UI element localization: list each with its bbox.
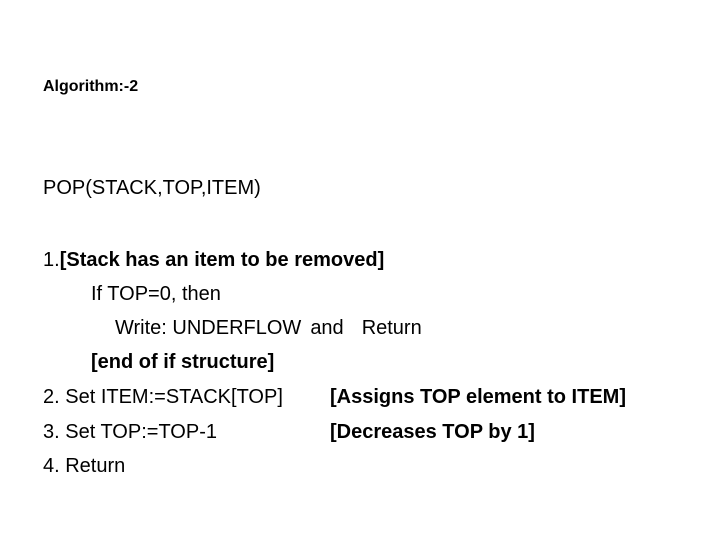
step-3-comment: [Decreases TOP by 1] (330, 421, 535, 443)
step-1-comment: [Stack has an item to be removed] (59, 249, 385, 271)
if-line: If TOP=0, then (91, 283, 221, 305)
step-1: 1.[Stack has an item to be removed] (43, 248, 384, 272)
procedure-signature: POP(STACK,TOP,ITEM) (43, 177, 261, 199)
write-command: Write: UNDERFLOW (115, 317, 302, 339)
and-word: and (310, 317, 344, 339)
step-2: 2. Set ITEM:=STACK[TOP] (43, 386, 283, 408)
return-word: Return (361, 317, 422, 339)
step-1-number: 1. (43, 249, 60, 271)
step-4: 4. Return (43, 455, 126, 477)
algorithm-title: Algorithm:-2 (43, 78, 139, 95)
write-line: Write: UNDERFLOW and Return (115, 316, 422, 340)
step-2-comment: [Assigns TOP element to ITEM] (330, 386, 626, 408)
step-3: 3. Set TOP:=TOP-1 (43, 421, 217, 443)
end-if-comment: [end of if structure] (91, 351, 275, 373)
